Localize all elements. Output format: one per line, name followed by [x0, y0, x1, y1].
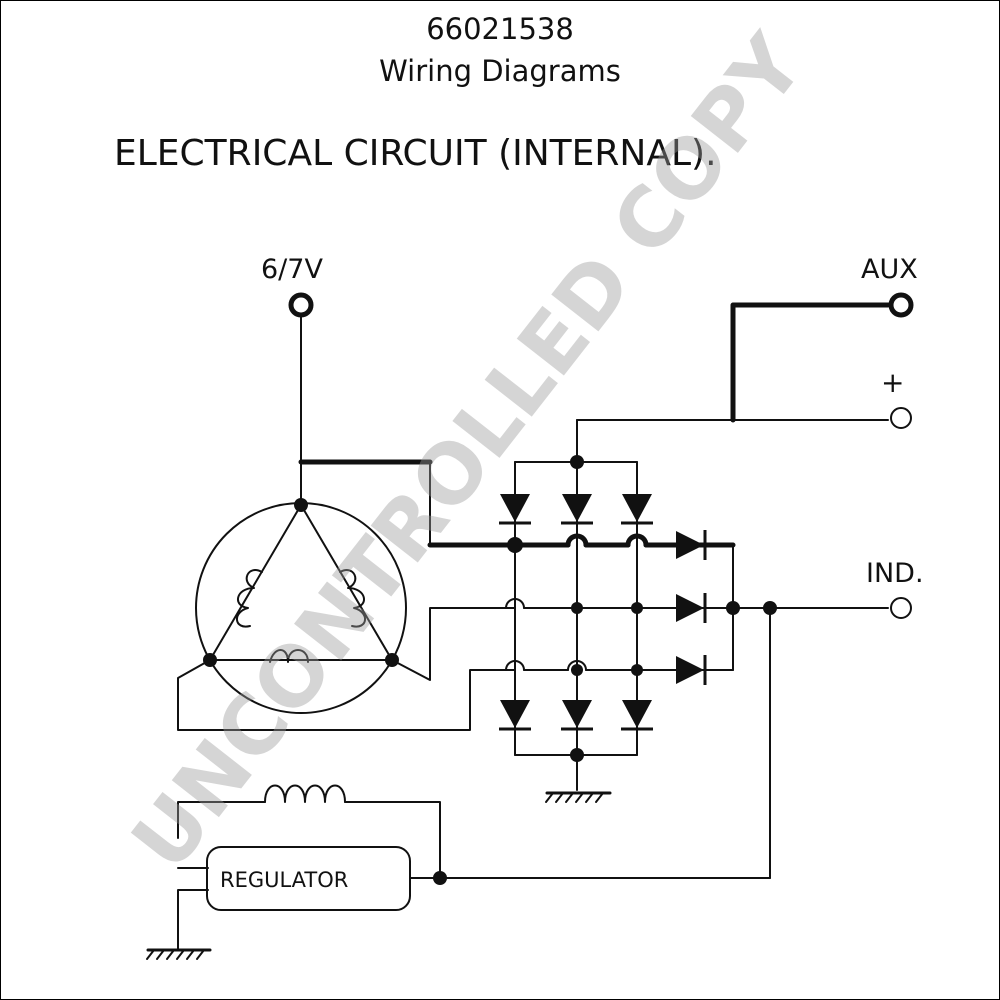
terminal-phase-tap	[288, 292, 314, 318]
terminal-aux	[888, 292, 914, 318]
diode-trio-3	[674, 653, 707, 687]
winding-left	[236, 569, 263, 628]
diode-trio-2	[674, 591, 707, 625]
phase-tap-label: 6/7V	[261, 254, 323, 285]
regulator-box	[206, 846, 411, 911]
diode-trio-1	[674, 528, 707, 562]
part-number: 66021538	[426, 12, 574, 46]
regulator-label: REGULATOR	[220, 868, 348, 892]
sheet-title: Wiring Diagrams	[379, 54, 621, 88]
diode-positive-1	[497, 492, 533, 525]
field-coil	[264, 784, 346, 803]
watermark: UNCONTROLLED COPY	[114, 17, 823, 888]
winding-right	[339, 569, 366, 628]
diode-negative-3	[619, 698, 655, 731]
diode-positive-3	[619, 492, 655, 525]
aux-label: AUX	[861, 254, 918, 285]
stator-delta	[209, 504, 393, 661]
diode-negative-1	[497, 698, 533, 731]
indicator-label: IND.	[866, 558, 924, 589]
terminal-indicator	[890, 597, 912, 619]
diode-positive-2	[559, 492, 595, 525]
terminal-positive	[890, 407, 912, 429]
junction-dots	[203, 455, 777, 885]
positive-label: +	[881, 366, 904, 399]
circuit-heading: ELECTRICAL CIRCUIT (INTERNAL).	[114, 133, 717, 174]
diode-negative-2	[559, 698, 595, 731]
winding-bottom	[269, 649, 309, 663]
